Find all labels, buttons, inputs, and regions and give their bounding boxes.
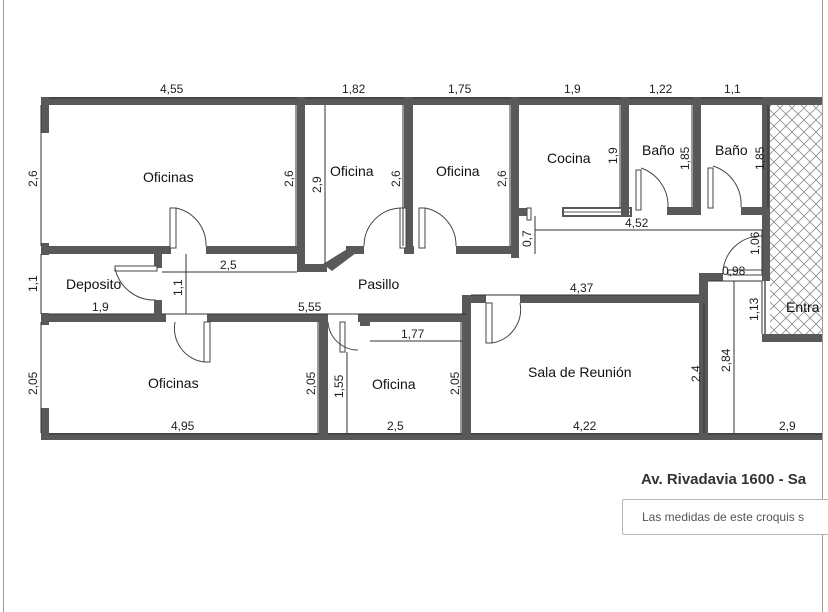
address-title: Av. Rivadavia 1600 - Sa (641, 471, 807, 488)
dim-top-1-1: 1,1 (724, 82, 741, 96)
room-bano-1: Baño (642, 142, 675, 158)
frame-left-line (3, 0, 4, 612)
dim-sala-2-4: 2,4 (689, 365, 703, 382)
dim-pasillo-0-98: 0,98 (722, 264, 746, 278)
room-sala-reunion: Sala de Reunión (528, 364, 632, 380)
dim-bottom-4-22: 4,22 (573, 419, 597, 433)
dim-oficina3-1-55: 1,55 (332, 374, 346, 398)
dim-pasillo-0-7: 0,7 (520, 230, 534, 247)
doors (114, 165, 763, 363)
room-entrada: Entra (786, 299, 820, 315)
dim-bottom-2-9: 2,9 (779, 419, 796, 433)
room-oficinas-bottom: Oficinas (148, 375, 199, 391)
room-deposito: Deposito (66, 276, 121, 292)
dim-bottom-2-5: 2,5 (387, 419, 404, 433)
dim-oficina3-1-77: 1,77 (401, 327, 425, 341)
dim-oficinas-bottom-2-05: 2,05 (304, 371, 318, 395)
dim-bano2-1-85: 1,85 (753, 146, 767, 170)
dim-cocina-1-9: 1,9 (606, 147, 620, 164)
dim-top-1-9: 1,9 (564, 82, 581, 96)
room-pasillo: Pasillo (358, 276, 399, 292)
dim-top-1-82: 1,82 (342, 82, 366, 96)
dim-pasillo-5-55: 5,55 (298, 300, 322, 314)
dim-right-2-84: 2,84 (719, 348, 733, 372)
room-oficinas-top: Oficinas (143, 169, 194, 185)
dim-top-1-75: 1,75 (448, 82, 472, 96)
dim-left-2-6: 2,6 (26, 170, 40, 187)
room-bano-2: Baño (715, 142, 748, 158)
dim-left-2-05: 2,05 (26, 371, 40, 395)
room-oficina-1: Oficina (330, 163, 374, 179)
dim-bano1-1-85: 1,85 (678, 146, 692, 170)
dim-oficina2-right-2-6: 2,6 (495, 170, 509, 187)
dim-pasillo-4-37: 4,37 (570, 281, 594, 295)
dim-pasillo-1-06: 1,06 (748, 231, 762, 255)
frame-right-line (822, 0, 823, 612)
dim-pasillo-2-5: 2,5 (220, 258, 237, 272)
walls (41, 97, 822, 440)
dimension-lines (40, 97, 822, 435)
room-cocina: Cocina (547, 150, 591, 166)
room-oficina-3: Oficina (372, 376, 416, 392)
dim-deposito-1-9: 1,9 (92, 300, 109, 314)
dim-oficina1-left-2-9: 2,9 (310, 176, 324, 193)
dim-oficina3-2-05: 2,05 (448, 371, 462, 395)
dim-top-1-22: 1,22 (649, 82, 673, 96)
dim-entrada-1-13: 1,13 (747, 297, 761, 321)
dim-oficina1-right-2-6: 2,6 (389, 170, 403, 187)
dim-deposito-1-1: 1,1 (171, 279, 185, 296)
dim-left-1-1: 1,1 (26, 275, 40, 292)
dim-bottom-4-95: 4,95 (171, 419, 195, 433)
dim-oficinas-right-2-6: 2,6 (282, 170, 296, 187)
room-oficina-2: Oficina (436, 163, 480, 179)
note-text: Las medidas de este croquis s (642, 510, 805, 524)
note-box: Las medidas de este croquis s (622, 499, 828, 535)
dim-top-4-55: 4,55 (160, 82, 184, 96)
entrance-hatch (770, 104, 822, 334)
dim-pasillo-4-52: 4,52 (625, 216, 649, 230)
